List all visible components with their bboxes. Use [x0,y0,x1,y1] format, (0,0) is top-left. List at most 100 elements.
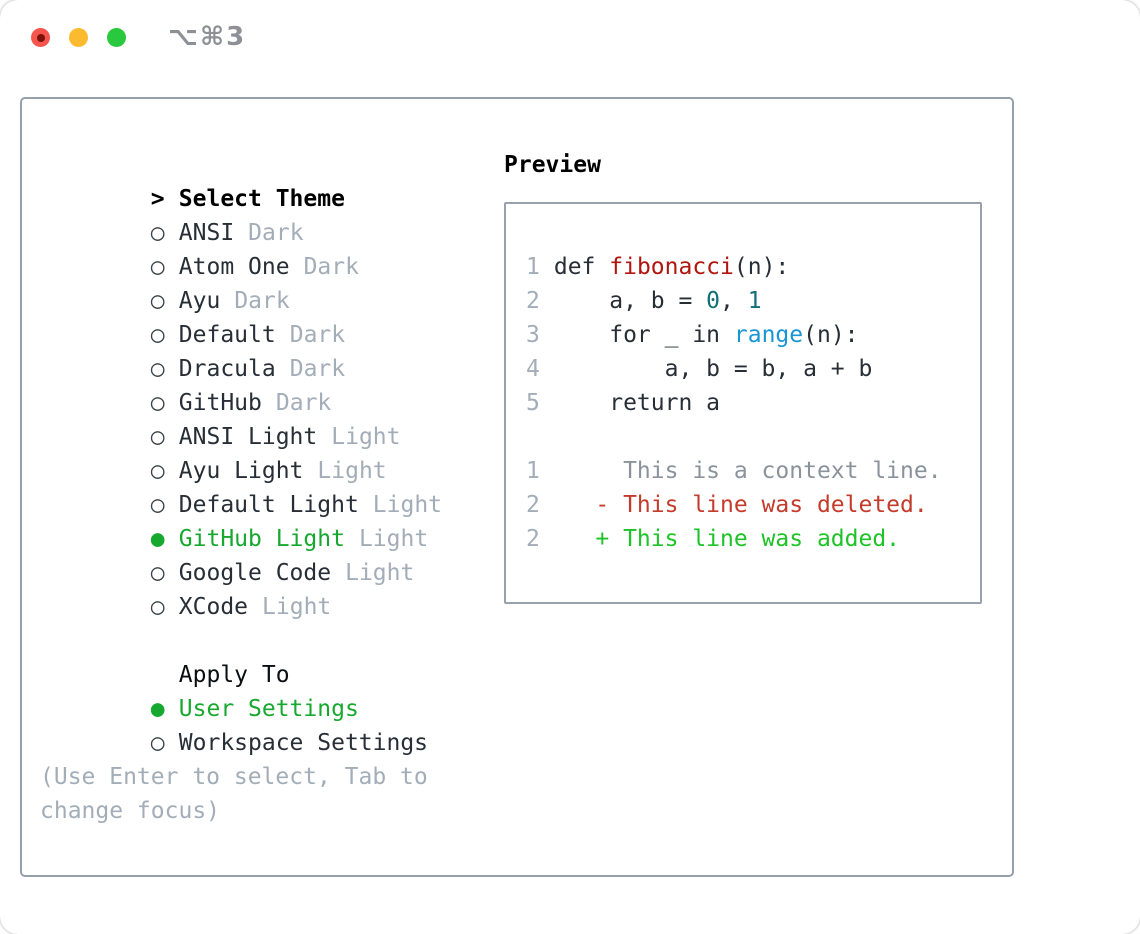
diff-context-line: 1 This is a context line. [526,454,980,488]
keyboard-hint-line1: (Use Enter to select, Tab to [40,764,428,790]
code-line-blank [526,420,980,454]
line-number: 3 [526,322,540,348]
theme-option[interactable]: ○ ANSI Light Light [40,386,442,450]
apply-option-workspace-settings[interactable]: ○ Workspace Settings [40,692,442,756]
theme-option[interactable]: ○ Ayu Light Light [40,420,442,484]
theme-name: Default Light [178,492,359,518]
radio-icon: ○ [150,424,165,450]
line-number: 4 [526,356,540,382]
code-line: 3 for _ in range(n): [526,318,980,352]
theme-variant: Dark [303,254,359,280]
theme-option[interactable]: ○ Default Light Light [40,454,442,518]
minimize-button[interactable] [69,28,88,47]
theme-option[interactable]: ○ GitHub Dark [40,352,442,416]
radio-icon: ○ [150,288,165,314]
radio-icon: ○ [150,458,165,484]
code-token: a, b = b, a + b [540,356,873,382]
theme-name: XCode [178,594,249,620]
theme-variant: Dark [289,356,346,382]
theme-name: Dracula [178,356,276,382]
radio-icon: ○ [150,492,165,518]
code-line: 2 a, b = 0, 1 [526,284,980,318]
theme-name: ANSI Light [178,424,318,450]
radio-icon: ○ [150,322,165,348]
close-button[interactable] [31,28,50,47]
theme-variant: Light [262,594,332,620]
title-bar: ⌥⌘3 [0,0,1140,75]
theme-option[interactable]: ○ Dracula Dark [40,318,442,382]
theme-variant: Dark [289,322,346,348]
context-text: This is a context line. [540,458,942,484]
code-token: (n): [803,322,859,348]
apply-to-header: Apply To [40,624,442,688]
code-token: return a [540,390,721,416]
code-token: (n): [733,254,790,280]
select-theme-header: > Select Theme [40,148,442,212]
theme-name: Ayu [178,288,221,314]
radio-selected-icon: ● [150,696,165,722]
code-token: for _ in [540,322,734,348]
preview-section: Preview 1 def fibonacci(n): 2 a, b = 0, … [504,148,982,604]
apply-to-title: Apply To [178,662,290,688]
code-token: def [540,254,610,280]
theme-variant: Light [317,458,387,484]
theme-name: Ayu Light [178,458,304,484]
code-token-function: fibonacci [609,254,734,280]
apply-option-label: Workspace Settings [178,730,429,756]
radio-icon: ○ [150,254,165,280]
radio-icon: ○ [150,560,165,586]
code-line: 4 a, b = b, a + b [526,352,980,386]
code-token: a, b = [540,288,707,314]
theme-variant: Dark [275,390,332,416]
theme-option[interactable]: ○ Atom One Dark [40,216,442,280]
theme-variant: Light [358,526,429,552]
theme-option[interactable]: ○ Default Dark [40,284,442,348]
code-preview-box: 1 def fibonacci(n): 2 a, b = 0, 1 3 for … [504,202,982,604]
line-number: 5 [526,390,540,416]
zoom-button[interactable] [107,28,126,47]
radio-icon: ○ [150,730,165,756]
select-theme-title: Select Theme [178,186,345,212]
radio-icon: ○ [150,220,165,246]
radio-icon: ○ [150,356,165,382]
theme-option-selected[interactable]: ● GitHub Light Light [40,488,442,552]
line-number: 1 [526,458,540,484]
keyboard-hint-line2: change focus) [40,798,221,824]
line-number: 1 [526,254,540,280]
code-token-builtin: range [733,322,804,348]
line-number: 2 [526,492,540,518]
theme-option[interactable]: ○ XCode Light [40,556,442,620]
radio-icon: ○ [150,390,165,416]
code-token-number: 0 [706,288,721,314]
theme-name: Atom One [178,254,290,280]
theme-name: GitHub Light [178,526,345,552]
theme-variant: Light [331,424,401,450]
theme-option[interactable]: ○ Google Code Light [40,522,442,586]
code-token: , [720,288,748,314]
diff-deleted-line: 2 - This line was deleted. [526,488,980,522]
theme-name: ANSI [178,220,235,246]
theme-name: GitHub [178,390,262,416]
diff-added-line: 2 + This line was added. [526,522,980,556]
added-text: + This line was added. [540,526,901,552]
theme-option[interactable]: ○ Ayu Dark [40,250,442,314]
theme-name: Google Code [178,560,332,586]
apply-option-user-settings[interactable]: ●User Settings [40,658,442,722]
radio-icon: ○ [150,594,165,620]
theme-variant: Light [345,560,415,586]
window-shortcut-label: ⌥⌘3 [168,22,247,52]
theme-option[interactable]: ○ ANSI Dark [40,182,442,246]
code-line: 1 def fibonacci(n): [526,250,980,284]
theme-variant: Light [372,492,443,518]
code-token-number: 1 [747,288,762,314]
line-number: 2 [526,526,540,552]
code-line: 5 return a [526,386,980,420]
theme-variant: Dark [234,288,290,314]
radio-selected-icon: ● [150,526,165,552]
theme-variant: Dark [248,220,304,246]
theme-name: Default [178,322,276,348]
cursor-prompt-icon: > [150,186,165,212]
